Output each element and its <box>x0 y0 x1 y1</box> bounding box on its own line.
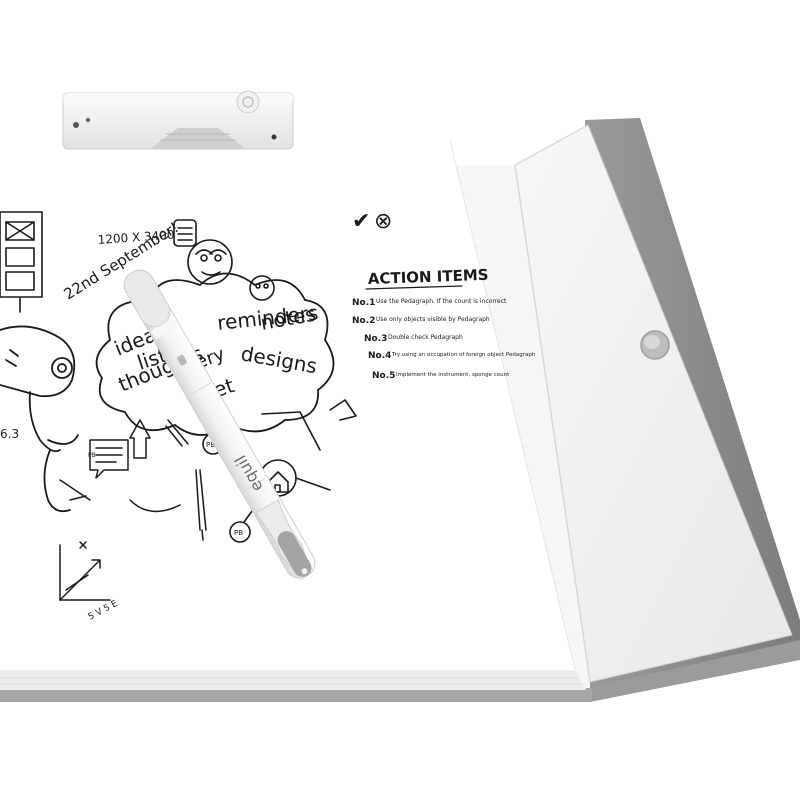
checkmark-icon: ✔ <box>352 209 370 234</box>
doodle-icons <box>173 219 275 301</box>
smart-pen: equil <box>123 269 316 580</box>
action-item-label-2: No.2 <box>352 316 375 326</box>
bubble-label-1: PB <box>206 441 215 449</box>
action-item-label-3: No.3 <box>364 334 387 344</box>
bubble-label-3: PB <box>88 452 96 459</box>
action-item-text-2: Use only objects visible by Pedagraph <box>376 316 490 323</box>
bubble-label-2: PB <box>234 529 243 537</box>
cross-circle-icon: ⊗ <box>374 209 392 234</box>
misc-sketches <box>59 419 207 601</box>
dimensions-note: 1200 X 3400 <box>97 228 175 247</box>
action-item-text-1: Use the Pedagraph. If the count is incor… <box>376 298 507 305</box>
receiver-device-icon <box>62 90 294 150</box>
wireframe-sketch <box>0 211 43 313</box>
action-item-label-1: No.1 <box>352 298 375 308</box>
sketch-number: 6.3 <box>0 427 19 441</box>
hairdryer-sketch-icon <box>0 325 79 513</box>
action-item-label-5: No.5 <box>372 371 395 381</box>
action-item-text-5: Implement the instrument, sponge count <box>396 372 510 378</box>
action-item-text-4: Try using an occupation of foreign objec… <box>391 352 536 358</box>
action-item-text-3: Double check Pedagraph <box>388 334 463 341</box>
action-item-label-4: No.4 <box>368 351 391 361</box>
power-button-icon <box>236 90 260 114</box>
action-items-list: ACTION ITEMS No.1 Use the Pedagraph. If … <box>352 266 536 381</box>
action-items-title: ACTION ITEMS <box>368 266 489 288</box>
magnet-clasp-icon <box>640 330 670 360</box>
